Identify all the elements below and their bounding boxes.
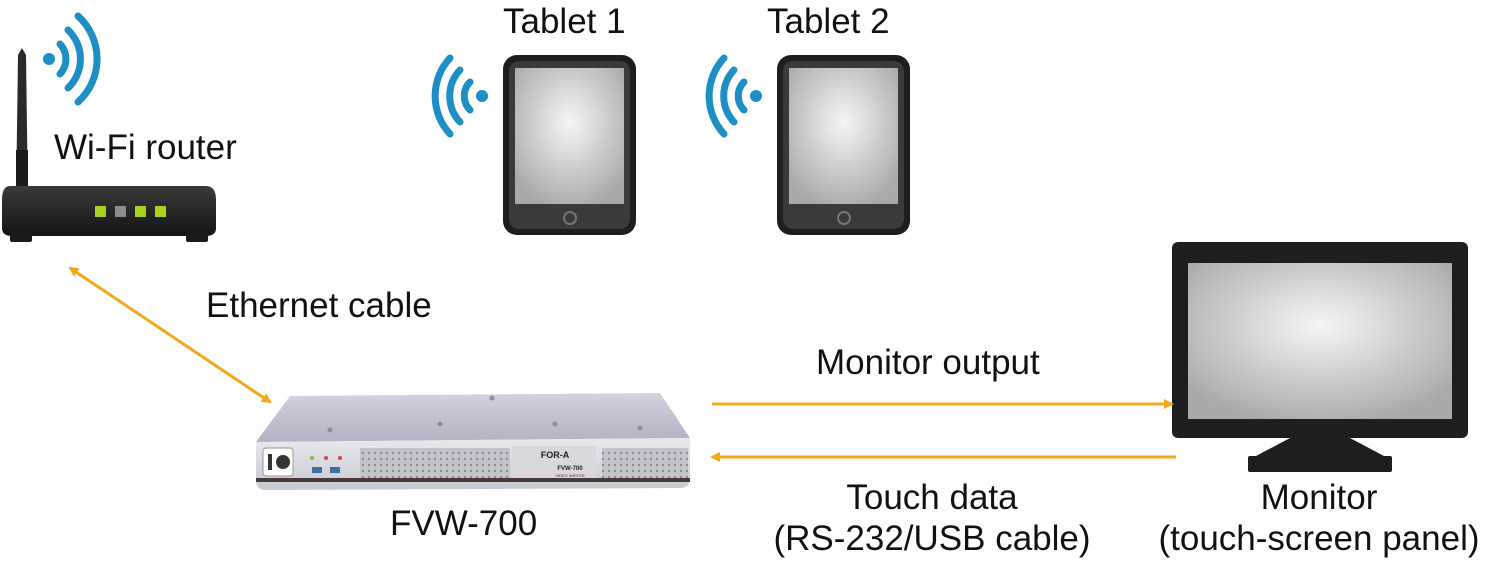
label-touch-data: Touch data: [846, 478, 1018, 517]
device-brand: FOR-A: [541, 450, 570, 460]
tablet-icon: [503, 55, 636, 235]
label-monitor: Monitor: [1260, 478, 1378, 517]
router-led-2: [115, 206, 126, 217]
label-monitor-touch-screen: (touch-screen panel): [1158, 519, 1480, 558]
label-wifi-router: Wi-Fi router: [54, 128, 237, 167]
router-led-3: [135, 206, 146, 217]
video-writer-device-icon: FOR-A FVW-700 VIDEO WRITER: [256, 393, 690, 490]
ethernet-arrow: [68, 266, 272, 404]
label-ethernet-cable: Ethernet cable: [206, 286, 432, 325]
router-led-1: [95, 206, 106, 217]
tablet-icon: [777, 55, 910, 235]
label-monitor-output: Monitor output: [816, 343, 1040, 382]
label-touch-data-cable: (RS-232/USB cable): [773, 519, 1091, 558]
monitor-icon: [1172, 242, 1468, 472]
wifi-signal-icon: [705, 54, 762, 138]
device-model: FVW-700: [557, 466, 583, 472]
router-led-4: [155, 206, 166, 217]
device-subtitle: VIDEO WRITER: [555, 473, 584, 478]
router-icon: [2, 48, 216, 242]
label-tablet-1: Tablet 1: [503, 2, 626, 41]
label-tablet-2: Tablet 2: [767, 2, 890, 41]
label-fvw-700: FVW-700: [390, 504, 538, 543]
wifi-signal-icon: [43, 12, 101, 106]
wifi-signal-icon: [431, 54, 488, 138]
